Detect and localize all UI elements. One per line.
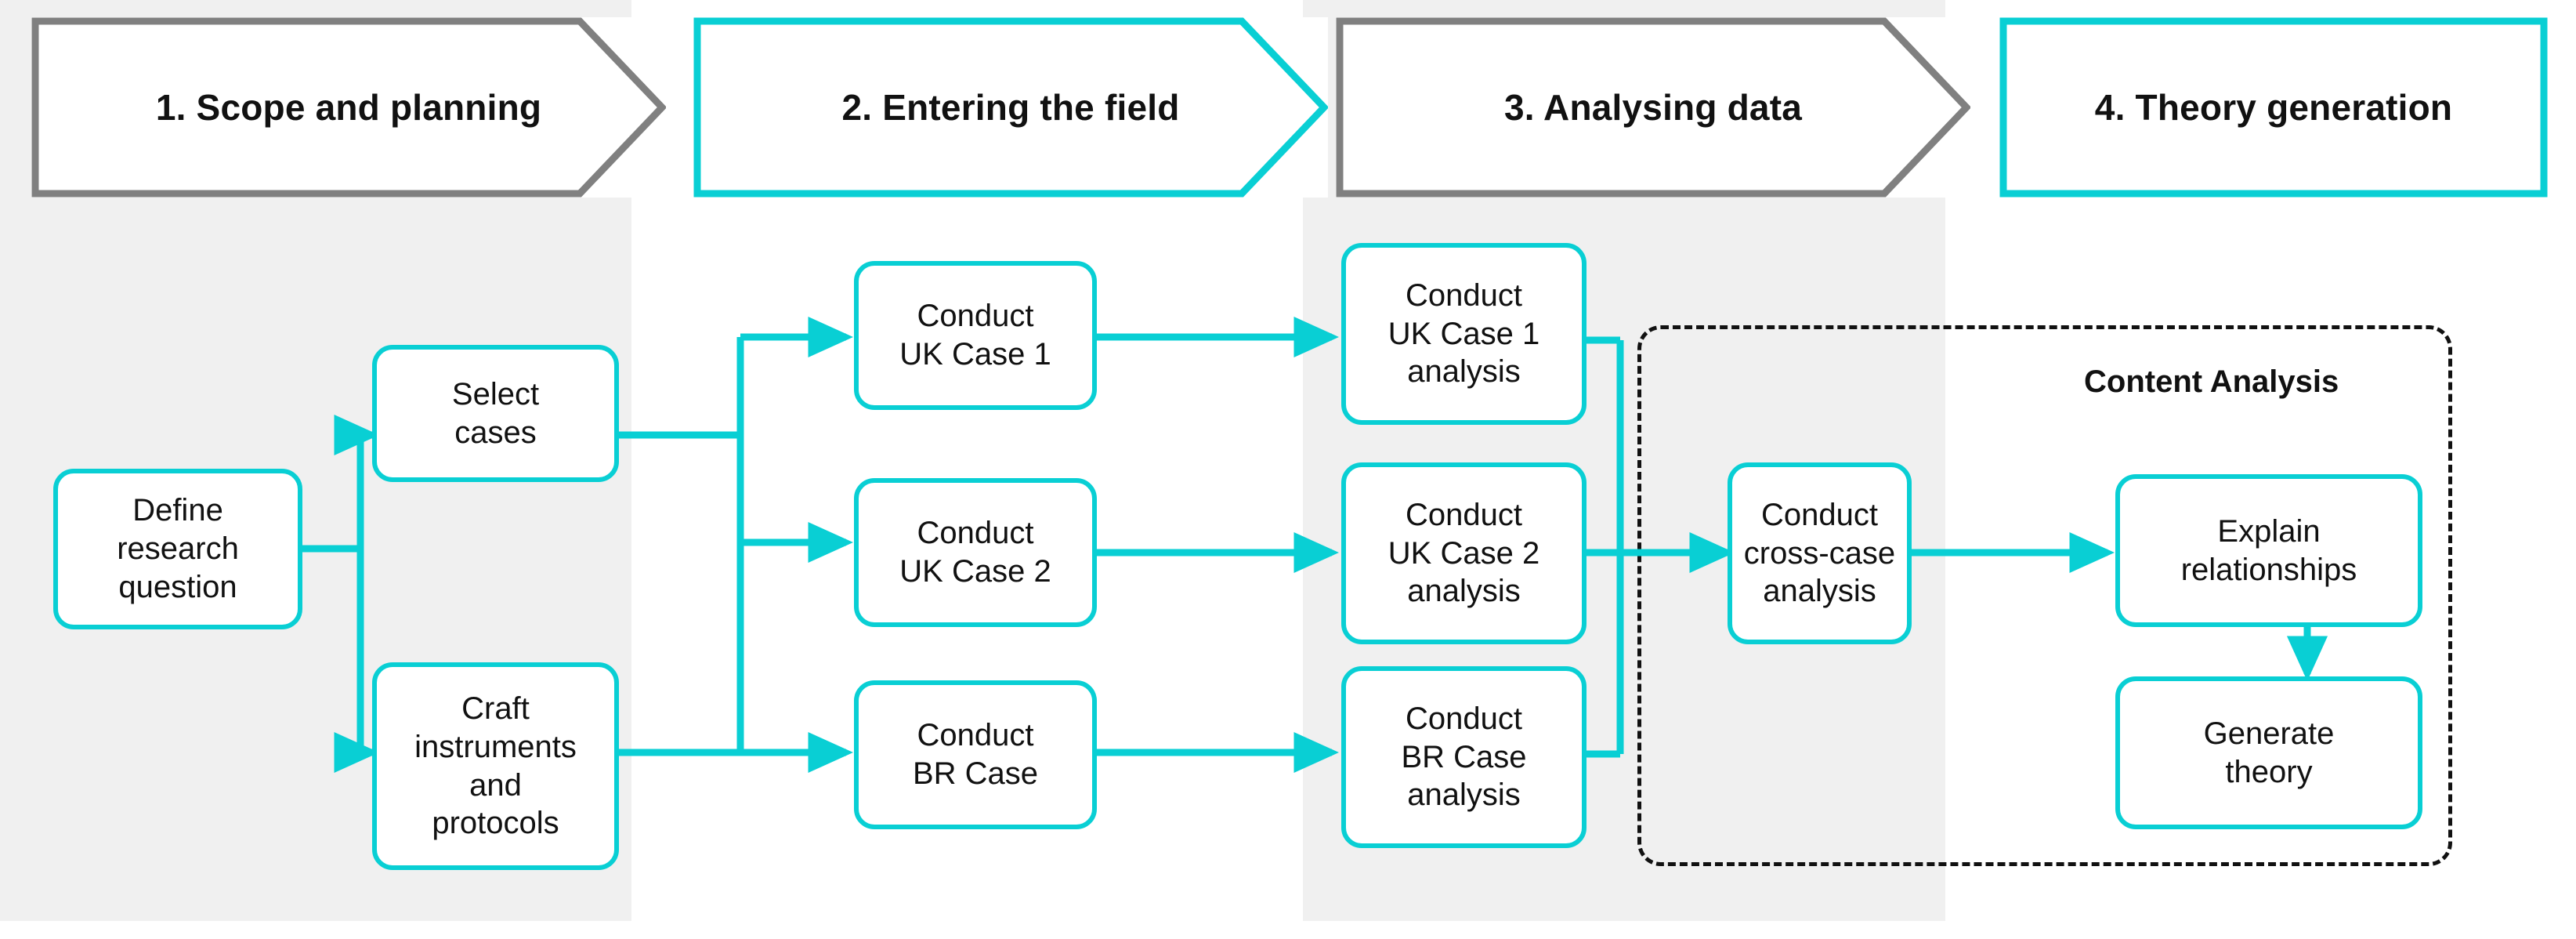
node-explain-relationships[interactable]: Explain relationships — [2115, 474, 2422, 627]
phase-header-1[interactable]: 1. Scope and planning — [31, 17, 666, 198]
content-analysis-group — [1637, 325, 2452, 866]
node-line: analysis — [1407, 574, 1521, 609]
node-br-case-analysis[interactable]: Conduct BR Case analysis — [1341, 666, 1586, 848]
node-define-research-question[interactable]: Define research question — [53, 469, 302, 629]
node-craft-instruments[interactable]: Craft instruments and protocols — [372, 662, 619, 870]
rectangle-shape-icon — [1999, 17, 2548, 198]
node-generate-theory[interactable]: Generate theory — [2115, 676, 2422, 829]
chevron-shape-icon — [693, 17, 1328, 198]
node-line: analysis — [1407, 778, 1521, 813]
node-cross-case-analysis[interactable]: Conduct cross-case analysis — [1728, 462, 1912, 644]
node-conduct-uk-case-1[interactable]: Conduct UK Case 1 — [854, 261, 1097, 410]
node-line: UK Case 2 — [899, 554, 1051, 589]
node-line: and — [469, 767, 522, 803]
content-analysis-group-title: Content Analysis — [2084, 364, 2339, 399]
node-line: research — [117, 531, 239, 567]
chevron-shape-icon — [31, 17, 666, 198]
node-line: Conduct — [917, 299, 1034, 334]
node-line: Craft — [461, 691, 530, 726]
node-line: protocols — [432, 806, 559, 841]
phase-header-4[interactable]: 4. Theory generation — [1999, 17, 2548, 198]
node-line: Conduct — [1406, 497, 1522, 532]
node-line: instruments — [414, 729, 577, 764]
node-line: Conduct — [1761, 497, 1878, 532]
node-conduct-uk-case-2[interactable]: Conduct UK Case 2 — [854, 478, 1097, 627]
node-line: question — [118, 569, 237, 604]
node-select-cases[interactable]: Select cases — [372, 345, 619, 482]
chevron-shape-icon — [1336, 17, 1970, 198]
phase-header-3[interactable]: 3. Analysing data — [1336, 17, 1970, 198]
node-line: BR Case — [912, 756, 1039, 791]
node-line: relationships — [2180, 552, 2357, 587]
node-line: Select — [451, 376, 540, 411]
phase-header-4-label: 4. Theory generation — [2094, 87, 2453, 128]
phase-header-2[interactable]: 2. Entering the field — [693, 17, 1328, 198]
node-line: analysis — [1407, 354, 1521, 390]
node-line: UK Case 1 — [1387, 316, 1540, 351]
node-line: Define — [132, 493, 223, 528]
node-line: Conduct — [917, 718, 1034, 753]
node-line: BR Case — [1401, 739, 1527, 774]
node-uk-case-2-analysis[interactable]: Conduct UK Case 2 analysis — [1341, 462, 1586, 644]
node-line: theory — [2225, 754, 2313, 789]
node-line: analysis — [1763, 574, 1876, 609]
node-line: UK Case 2 — [1387, 535, 1540, 571]
node-line: cross-case — [1743, 535, 1896, 571]
node-line: UK Case 1 — [899, 337, 1051, 372]
phase-header-1-label: 1. Scope and planning — [155, 87, 542, 128]
node-line: Conduct — [917, 516, 1034, 551]
node-uk-case-1-analysis[interactable]: Conduct UK Case 1 analysis — [1341, 243, 1586, 425]
node-line: cases — [454, 415, 537, 450]
node-line: Conduct — [1406, 277, 1522, 313]
node-line: Generate — [2203, 716, 2335, 751]
phase-header-3-label: 3. Analysing data — [1503, 87, 1803, 128]
node-conduct-br-case[interactable]: Conduct BR Case — [854, 680, 1097, 829]
node-line: Explain — [2217, 513, 2321, 549]
phase-header-2-label: 2. Entering the field — [841, 87, 1180, 128]
node-line: Conduct — [1406, 701, 1522, 736]
